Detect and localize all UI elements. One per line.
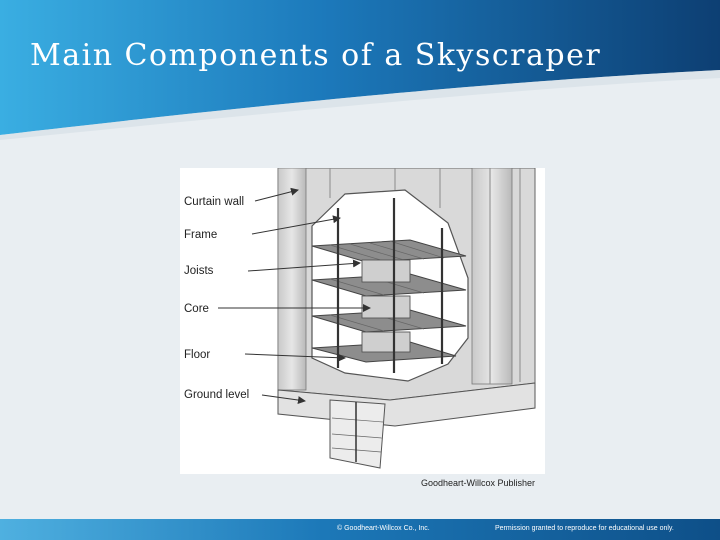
- label-ground-level: Ground level: [184, 389, 249, 401]
- footer-bar: © Goodheart-Willcox Co., Inc. Permission…: [0, 519, 720, 540]
- label-floor: Floor: [184, 349, 210, 361]
- label-joists: Joists: [184, 265, 214, 277]
- label-frame: Frame: [184, 229, 217, 241]
- header-band: [0, 0, 720, 140]
- image-credit: Goodheart-Willcox Publisher: [421, 478, 536, 488]
- label-curtain-wall: Curtain wall: [184, 196, 244, 208]
- footer-copyright: © Goodheart-Willcox Co., Inc.: [337, 525, 430, 532]
- footer-permission: Permission granted to reproduce for educ…: [495, 525, 674, 532]
- label-core: Core: [184, 303, 209, 315]
- slide-title: Main Components of a Skyscraper: [30, 38, 602, 73]
- skyscraper-illustration: Curtain wall Frame Joists Core Floor Gro…: [180, 167, 545, 474]
